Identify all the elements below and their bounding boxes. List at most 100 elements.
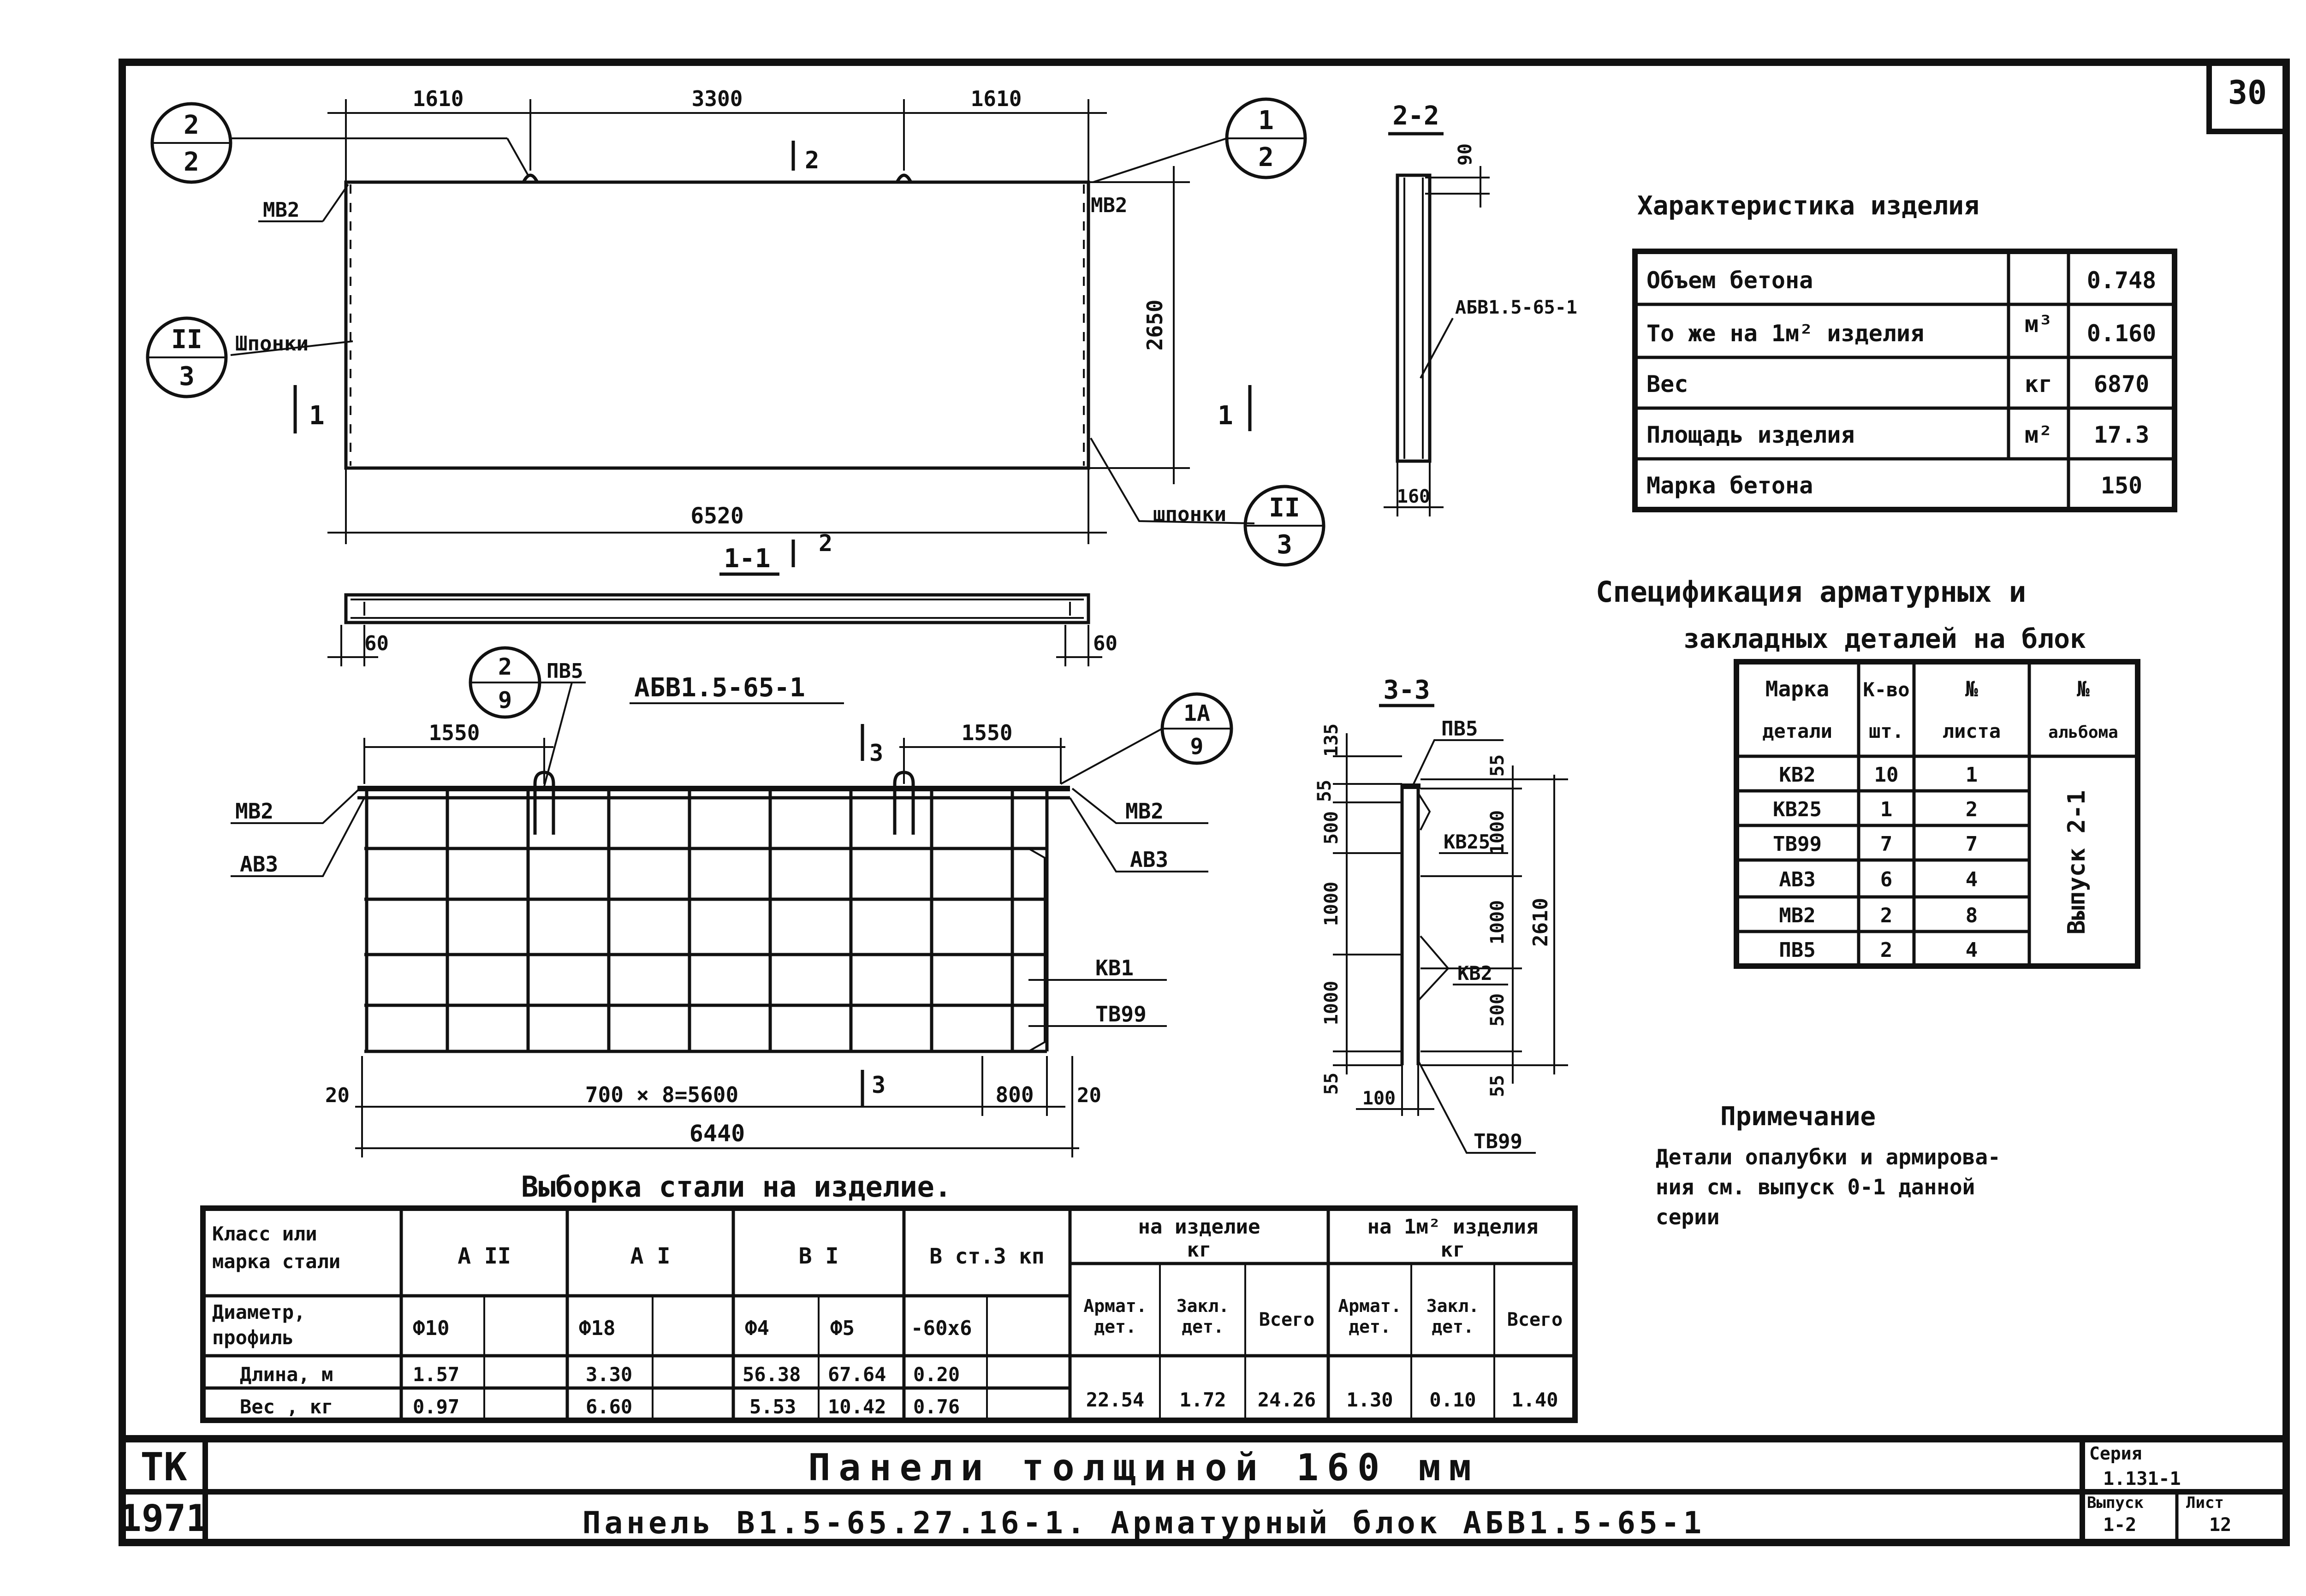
label-3-3-kv2: КВ2 xyxy=(1457,962,1492,985)
label-3-3-tv99: ТВ99 xyxy=(1474,1130,1522,1153)
char-row-3-value: 6870 xyxy=(2094,371,2149,398)
spec-title-1: Спецификация арматурных и xyxy=(1596,575,2026,609)
series-label: Серия xyxy=(2089,1443,2142,1464)
svg-text:Длина, м: Длина, м xyxy=(240,1363,333,1386)
svg-text:1: 1 xyxy=(1966,763,1978,787)
label-3-3-pv5: ПВ5 xyxy=(1441,717,1478,741)
dim-3-3-left-4: 1000 xyxy=(1321,882,1342,926)
svg-text:2: 2 xyxy=(805,147,819,174)
svg-text:9: 9 xyxy=(498,687,512,713)
label-2-2-block: АБВ1.5-65-1 xyxy=(1455,297,1577,318)
char-row-1-name: Объем бетона xyxy=(1646,267,1813,294)
svg-text:3: 3 xyxy=(179,362,195,392)
svg-text:дет.: дет. xyxy=(1182,1317,1224,1337)
svg-text:дет.: дет. xyxy=(1432,1317,1474,1337)
svg-text:1: 1 xyxy=(1218,401,1233,431)
title-org: ТК xyxy=(140,1444,187,1489)
svg-text:2: 2 xyxy=(184,147,199,177)
svg-text:6.60: 6.60 xyxy=(586,1395,632,1418)
dim-3-3-left-6: 55 xyxy=(1321,1073,1342,1095)
dim-3-3-left-3: 500 xyxy=(1321,811,1342,844)
svg-text:кг: кг xyxy=(1187,1238,1212,1262)
svg-text:1: 1 xyxy=(309,401,325,431)
label-block-mv2-right: МВ2 xyxy=(1125,799,1164,824)
note-line-3: серии xyxy=(1656,1204,1719,1229)
cut-mark-1-right: 1 xyxy=(1218,385,1252,431)
title-block: ТК 1971 Панели толщиной 160 мм Панель В1… xyxy=(119,1435,2286,1543)
characteristics-title: Характеристика изделия xyxy=(1637,191,1979,221)
svg-text:Ф10: Ф10 xyxy=(413,1317,449,1340)
dim-3-3-right-2: 1000 xyxy=(1487,810,1508,854)
dim-block-800: 800 xyxy=(995,1082,1034,1107)
svg-text:10: 10 xyxy=(1874,763,1899,787)
svg-text:дет.: дет. xyxy=(1094,1317,1136,1337)
svg-text:0.10: 0.10 xyxy=(1429,1388,1476,1411)
label-mv2-left: МВ2 xyxy=(263,198,299,222)
title-sub: Панель В1.5-65.27.16-1. Арматурный блок … xyxy=(582,1505,1706,1541)
callout-1a-9: 1А 9 xyxy=(1060,692,1233,785)
svg-text:детали: детали xyxy=(1762,720,1832,742)
svg-text:Вес , кг: Вес , кг xyxy=(240,1395,333,1418)
svg-text:4: 4 xyxy=(1966,868,1978,891)
char-row-3-name: Вес xyxy=(1646,371,1688,398)
label-tv99: ТВ99 xyxy=(1095,1002,1147,1026)
label-pv5: ПВ5 xyxy=(547,659,583,683)
sheet-value: 12 xyxy=(2209,1514,2231,1536)
svg-text:6: 6 xyxy=(1880,868,1893,891)
dim-height: 2650 xyxy=(1142,300,1167,351)
dim-3-3-left-5: 1000 xyxy=(1321,981,1342,1025)
spec-album: Выпуск 2-1 xyxy=(2063,790,2091,934)
svg-text:Ф18: Ф18 xyxy=(579,1317,615,1340)
svg-text:1.72: 1.72 xyxy=(1179,1388,1226,1411)
issue-value: 1-2 xyxy=(2103,1514,2136,1536)
panel-outline xyxy=(344,180,1090,470)
char-row-1-value: 0.748 xyxy=(2087,267,2157,294)
label-3-3-kv25: КВ25 xyxy=(1444,831,1490,853)
sheet-label: Лист xyxy=(2186,1494,2224,1512)
callout-II-3-left: II 3 xyxy=(146,316,228,398)
dim-top-3: 1610 xyxy=(971,86,1022,111)
dim-top-2: 3300 xyxy=(692,86,743,111)
section-2-2-title: 2-2 xyxy=(1392,101,1439,131)
svg-text:1А: 1А xyxy=(1183,700,1210,726)
dim-3-3-right-4: 500 xyxy=(1487,993,1508,1026)
section-3-3: 3-3 ПВ5 КВ25 КВ2 ТВ99 135 55 500 1000 10… xyxy=(1314,675,1568,1154)
spec-row: КВ25 xyxy=(1773,798,1822,821)
svg-text:1: 1 xyxy=(1880,798,1893,821)
note-line-1: Детали опалубки и армирова- xyxy=(1656,1145,2001,1169)
svg-text:67.64: 67.64 xyxy=(828,1363,886,1386)
svg-text:1: 1 xyxy=(1258,106,1274,136)
svg-text:5.53: 5.53 xyxy=(749,1395,796,1418)
svg-text:Армат.: Армат. xyxy=(1338,1296,1401,1316)
svg-text:Всего: Всего xyxy=(1507,1309,1563,1330)
spec-row: ТВ99 xyxy=(1773,832,1822,856)
char-unit-area: м² xyxy=(2025,421,2052,448)
label-block-mv2-left: МВ2 xyxy=(235,799,273,824)
callout-1-2: 1 2 xyxy=(1093,97,1307,183)
svg-text:Марка: Марка xyxy=(1765,676,1829,701)
label-mv2-right: МВ2 xyxy=(1091,194,1127,217)
cut-mark-1-left: 1 xyxy=(293,385,325,433)
label-block-av3-right: АВ3 xyxy=(1130,847,1168,872)
svg-text:А I: А I xyxy=(630,1243,671,1269)
note: Примечание Детали опалубки и армирова- н… xyxy=(1656,1102,2001,1229)
dim-block-right: 1550 xyxy=(962,720,1013,745)
dim-3-3-left-1: 135 xyxy=(1321,724,1342,757)
section-2-2: 2-2 90 АБВ1.5-65-1 160 xyxy=(1384,101,1577,516)
svg-text:№: № xyxy=(1965,676,1978,701)
svg-text:кг: кг xyxy=(1441,1238,1465,1262)
svg-text:шт.: шт. xyxy=(1869,720,1904,742)
spec-row: МВ2 xyxy=(1779,904,1815,927)
svg-text:8: 8 xyxy=(1966,904,1978,927)
char-row-2-value: 0.160 xyxy=(2087,320,2157,347)
panel-elevation: 1610 3300 1610 2650 6520 МВ2 МВ2 Шпонки … xyxy=(146,86,1325,567)
svg-text:24.26: 24.26 xyxy=(1258,1388,1316,1411)
callout-2-2: 2 2 xyxy=(150,102,529,184)
dim-1-1-right: 60 xyxy=(1093,632,1117,655)
dim-1-1-left: 60 xyxy=(364,632,389,655)
svg-text:2: 2 xyxy=(1966,798,1978,821)
svg-text:на изделие: на изделие xyxy=(1138,1215,1260,1239)
section-3-3-title: 3-3 xyxy=(1383,675,1430,705)
svg-text:7: 7 xyxy=(1966,832,1978,856)
